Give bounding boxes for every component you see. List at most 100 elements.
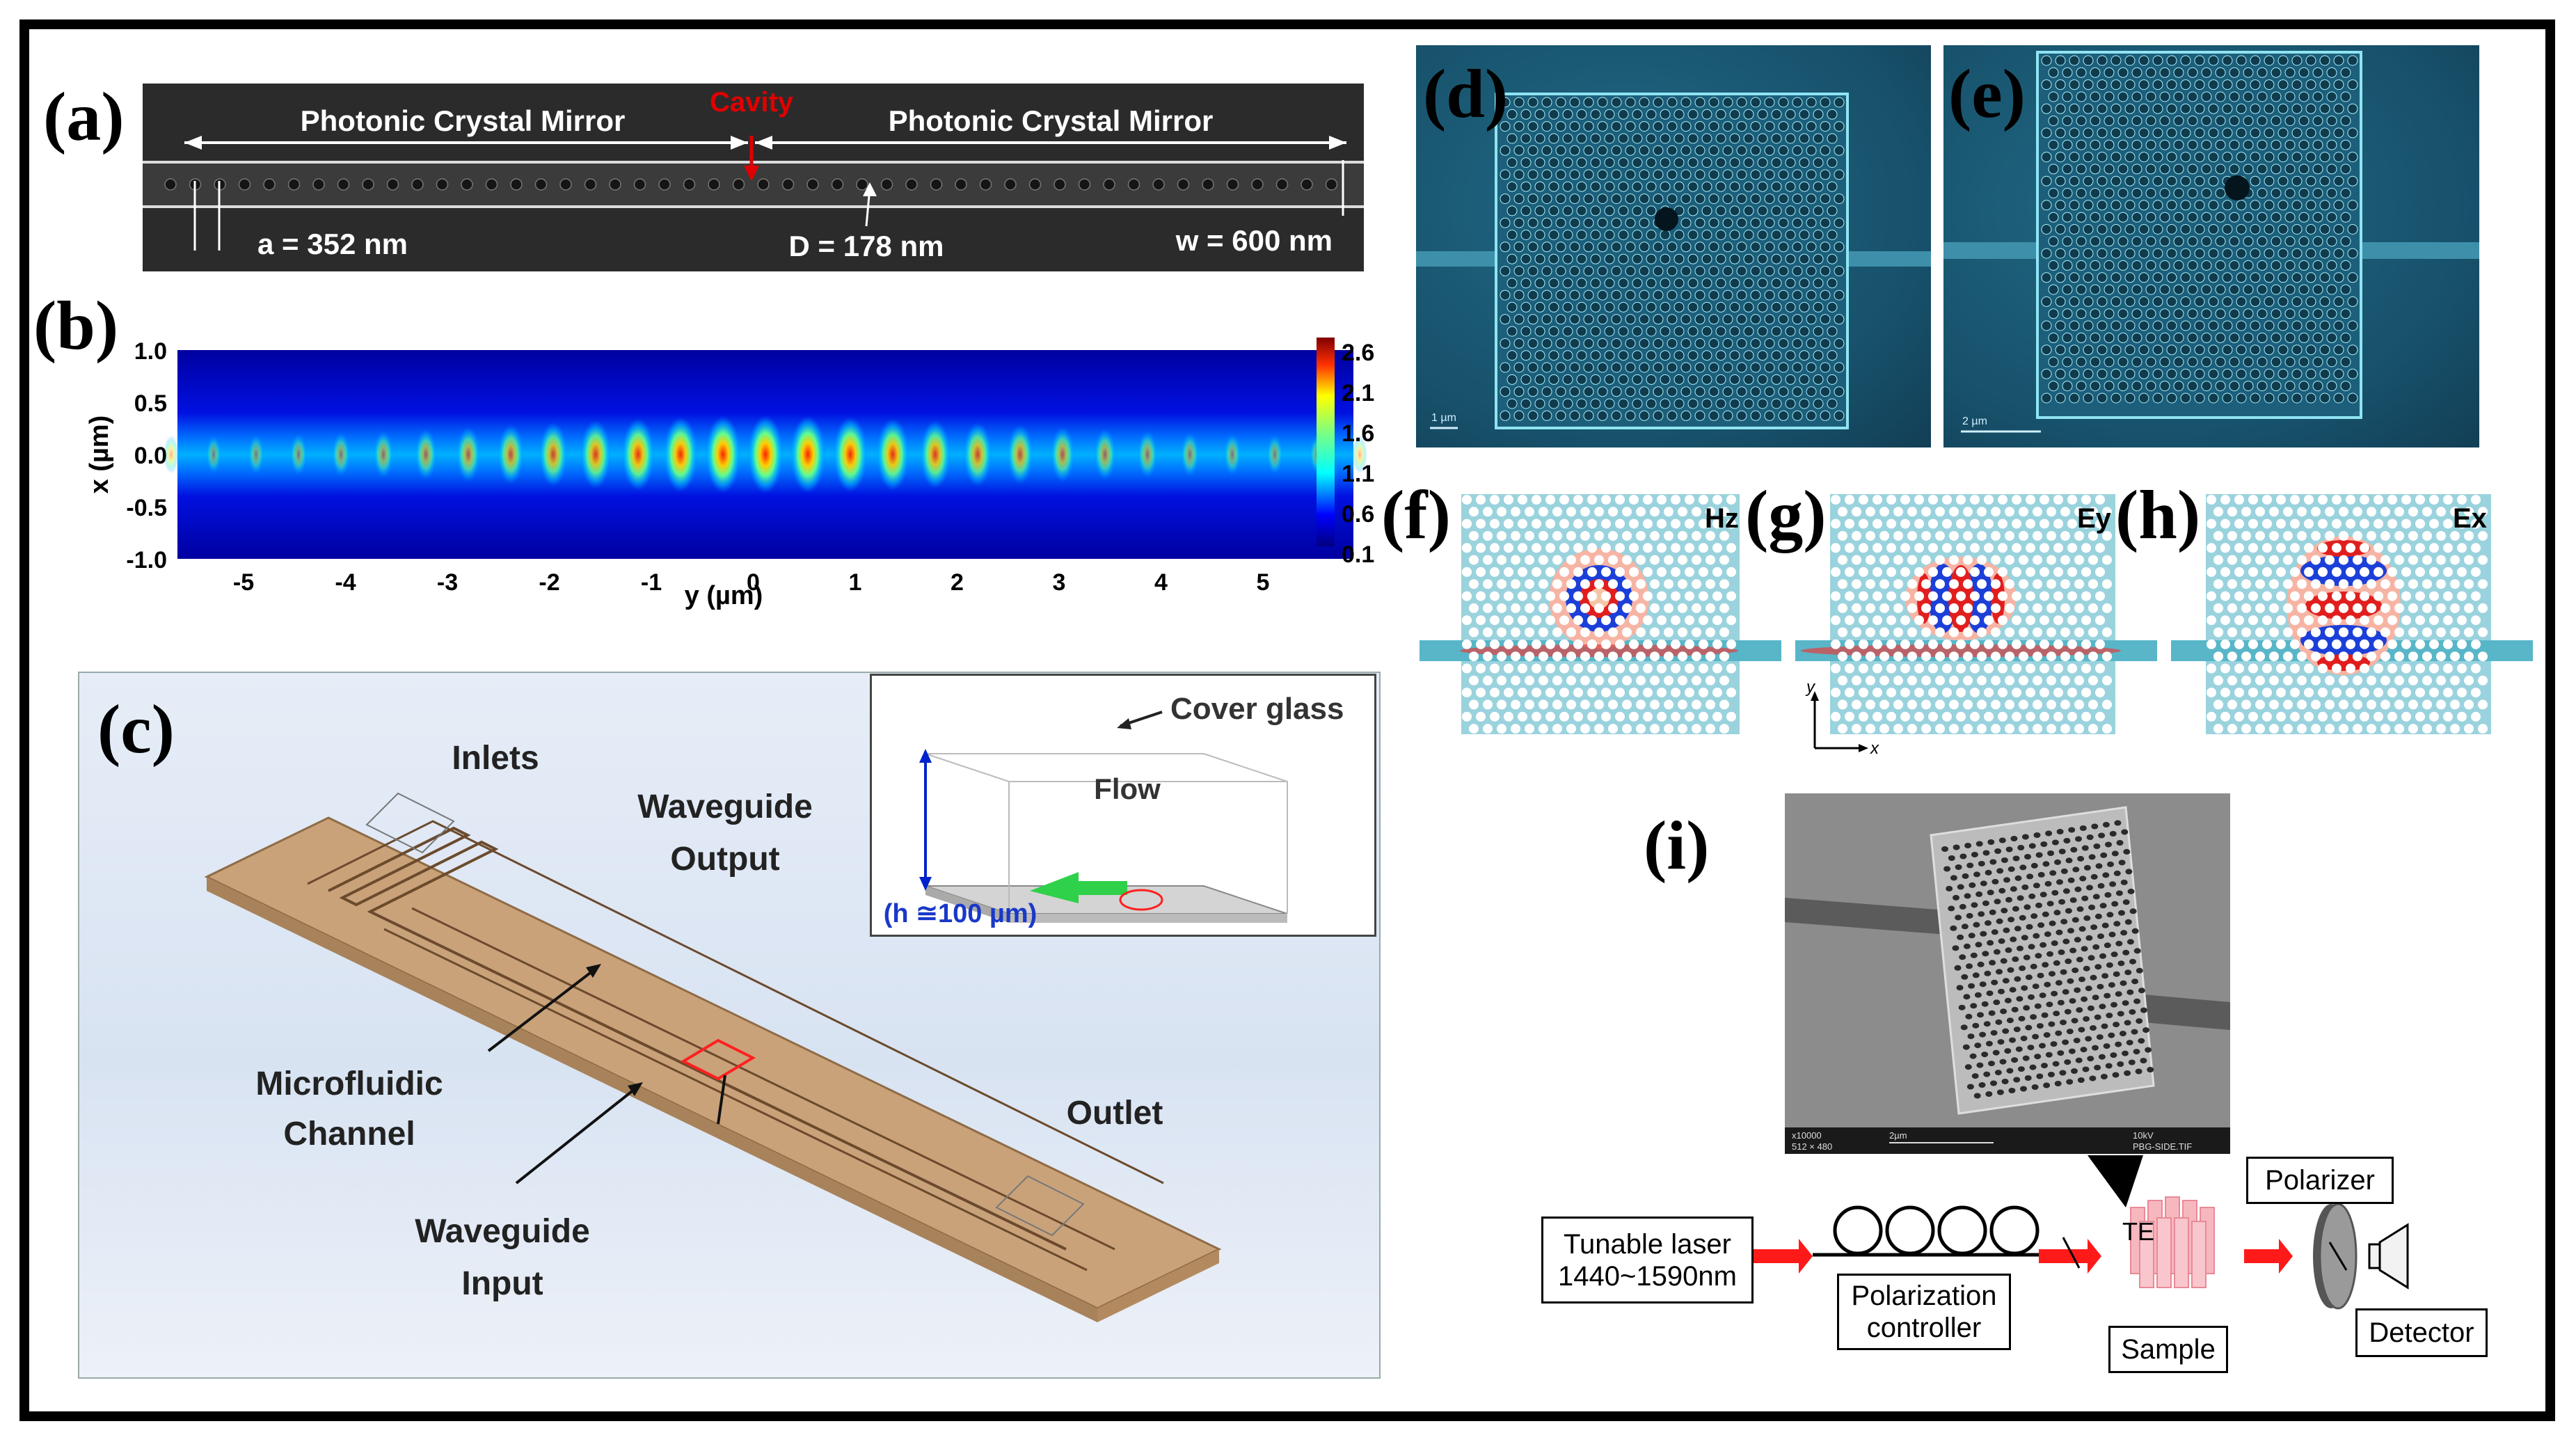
hole	[2045, 1052, 2053, 1058]
hole	[1991, 627, 2001, 637]
hole	[1604, 157, 1615, 168]
hole	[1103, 178, 1115, 191]
hole	[1601, 566, 1611, 577]
hole	[1500, 193, 1511, 205]
hole	[2304, 711, 2314, 722]
field-label: Hz	[1705, 503, 1739, 534]
hole	[1785, 230, 1796, 240]
hole	[1500, 97, 1511, 108]
hole	[1970, 952, 1978, 958]
hole	[2394, 724, 2404, 734]
hole	[1566, 651, 1576, 662]
hole	[1963, 651, 1973, 662]
hole	[2159, 284, 2170, 295]
hole	[2353, 724, 2362, 734]
waveguide-output-label-1: Waveguide	[637, 789, 813, 825]
hole	[1513, 338, 1525, 349]
hole	[1750, 338, 1761, 349]
hole	[1778, 290, 1789, 301]
hole	[2408, 627, 2418, 637]
hole	[2333, 152, 2344, 163]
hole	[1632, 230, 1643, 240]
hole	[1859, 591, 1868, 601]
hole	[2104, 116, 2115, 127]
hole	[2076, 236, 2087, 247]
hole	[2027, 1045, 2035, 1051]
hole	[1726, 663, 1736, 674]
hole	[2207, 518, 2216, 529]
hole	[1949, 675, 1959, 686]
hole	[2076, 356, 2087, 367]
hole	[1719, 531, 1729, 541]
hole	[2241, 724, 2251, 734]
hole	[1694, 193, 1706, 205]
hole	[2040, 892, 2047, 898]
detector-body	[2368, 1243, 2381, 1269]
hole	[1555, 121, 1566, 132]
hole	[2166, 248, 2177, 259]
hole	[2347, 55, 2358, 66]
hole	[2138, 988, 2145, 994]
hole	[1866, 507, 1875, 517]
field-maximum	[164, 435, 179, 474]
hole	[1685, 639, 1694, 649]
hole	[1583, 217, 1594, 228]
hole	[2243, 164, 2254, 175]
hole	[2325, 699, 2335, 710]
hole	[1806, 314, 1817, 325]
hole	[1792, 386, 1803, 397]
hole	[2374, 711, 2383, 722]
hole	[2083, 344, 2094, 356]
hole	[2124, 272, 2136, 283]
hole	[2311, 555, 2321, 565]
axis-y-label: y	[1805, 679, 1816, 697]
hole	[2277, 248, 2289, 259]
hole	[2208, 320, 2219, 331]
hole	[955, 178, 967, 191]
hole	[510, 178, 523, 191]
hole	[1636, 555, 1646, 565]
hole	[2422, 675, 2432, 686]
hole	[1604, 230, 1615, 240]
hole	[1757, 350, 1768, 361]
hole	[2436, 675, 2446, 686]
hole	[1625, 290, 1636, 301]
hole	[2159, 164, 2170, 175]
hole	[2415, 543, 2425, 553]
hole	[2380, 627, 2390, 637]
hole	[2104, 284, 2115, 295]
hole	[2291, 393, 2303, 404]
hole	[1820, 121, 1831, 132]
hole	[1792, 97, 1803, 108]
hole	[1632, 181, 1643, 192]
hole	[2250, 103, 2261, 114]
hole	[1977, 1012, 1984, 1018]
hole	[1694, 290, 1706, 301]
hole	[1893, 507, 1903, 517]
hole	[1971, 1073, 1979, 1079]
hole	[1984, 543, 1994, 553]
hole	[2002, 1028, 2010, 1034]
hole	[1687, 205, 1699, 216]
hole	[2117, 212, 2129, 223]
hole	[2023, 954, 2030, 960]
hole	[1956, 688, 1966, 698]
hole	[2062, 308, 2073, 319]
hole	[1476, 663, 1486, 674]
hole	[1552, 579, 1562, 589]
hole	[2180, 152, 2191, 163]
hole	[2201, 139, 2212, 150]
hole	[1518, 566, 1527, 577]
hole	[2227, 531, 2237, 541]
hole	[2074, 886, 2082, 892]
hole	[1583, 338, 1594, 349]
hole	[1722, 362, 1733, 373]
hole	[2069, 272, 2080, 283]
hole	[2346, 688, 2355, 698]
hole	[1750, 121, 1761, 132]
hole	[2073, 1038, 2081, 1044]
hole	[1562, 278, 1573, 289]
hole	[2067, 543, 2077, 553]
hole	[1490, 495, 1500, 505]
hole	[1590, 230, 1601, 240]
